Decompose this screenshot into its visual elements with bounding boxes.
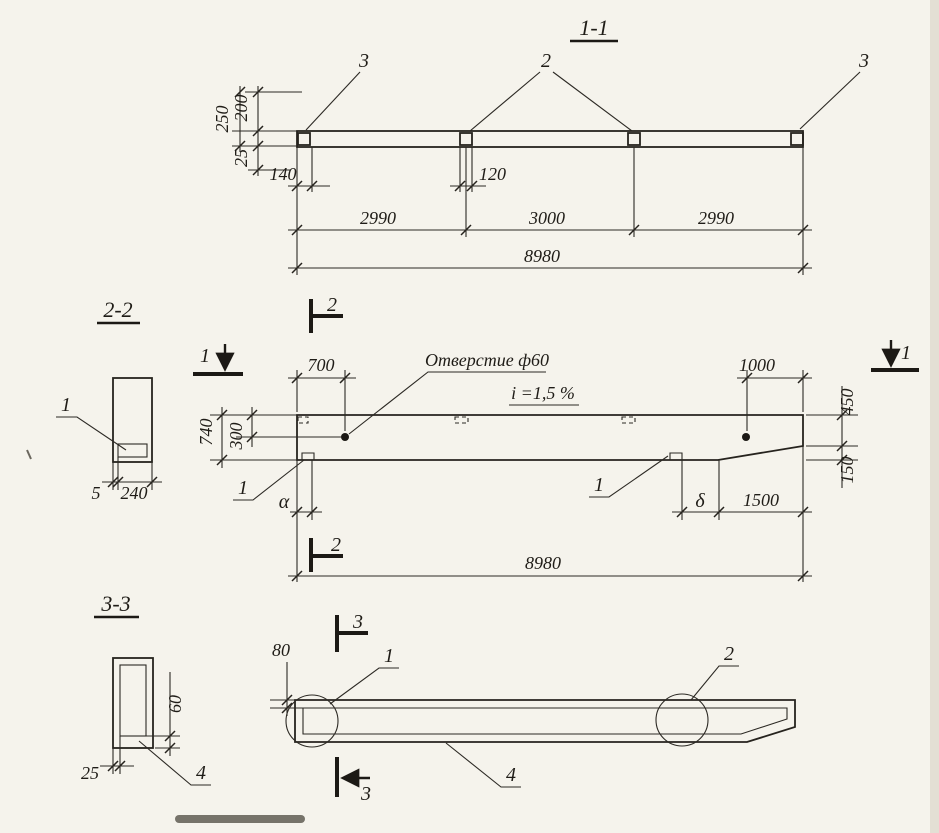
cut-label-2-bottom: 2 [331, 534, 341, 556]
dimensions-1-1: 200 250 25 140 120 2990 3000 2990 [212, 86, 812, 275]
cut-mark-2-top: 2 [309, 294, 343, 333]
section-view-3-3: 3-3 60 25 4 [81, 591, 211, 786]
embed-plate [297, 132, 311, 146]
bearing-notch-left [301, 452, 315, 460]
callout-1-section22: 1 [61, 394, 71, 416]
cut-label-1-right: 1 [901, 342, 911, 364]
hole-right [742, 433, 750, 441]
callout-2: 2 [541, 50, 551, 72]
view-3-3-title: 3-3 [100, 591, 130, 616]
dim-120: 120 [479, 164, 506, 184]
dim-150: 150 [837, 457, 857, 484]
dim-80-label: 80 [272, 640, 290, 660]
section-3-3-inner [119, 664, 147, 737]
dims-top-elevation: 700 1000 [288, 355, 812, 431]
dim-total-top: 8980 [524, 246, 560, 266]
callouts-1-1: 3 2 3 [305, 50, 869, 132]
callout-3-left: 3 [358, 50, 369, 72]
dim-700: 700 [308, 355, 335, 375]
cut-label-1-left: 1 [200, 345, 210, 367]
callout-2-plan: 2 [724, 643, 734, 665]
callout-3-right: 3 [858, 50, 869, 72]
dim-450: 450 [837, 389, 857, 416]
cut-mark-3-bottom: 3 [335, 757, 371, 805]
view-1-1-title: 1-1 [579, 15, 608, 40]
slope-note: i =1,5 % [511, 383, 575, 403]
embed-plate [459, 132, 473, 146]
cut-mark-1-right: 1 [871, 340, 919, 372]
dim-740: 740 [196, 419, 216, 446]
dimensions-2-2: 5 240 [92, 457, 162, 503]
detail-circle-right [655, 693, 709, 747]
dim-25-section33: 25 [81, 763, 99, 783]
embed-plate [627, 132, 641, 146]
plan-view: 3 3 80 1 2 4 [270, 611, 796, 805]
dim-span-1: 2990 [360, 208, 396, 228]
dim-span-2: 3000 [528, 208, 565, 228]
dims-bearing: α δ 1500 [279, 460, 812, 520]
cut-label-2-top: 2 [327, 294, 337, 316]
callout-1-elev-left: 1 [238, 477, 248, 499]
dims-right-elevation: 450 150 [806, 386, 858, 488]
dim-80: 80 [270, 640, 303, 716]
dim-total-elevation: 8980 [288, 446, 812, 582]
elevation-view: 2 1 1 2 Отверстие ф60 [193, 294, 919, 582]
dims-left-elevation: 740 300 [196, 407, 341, 468]
scan-artifacts [26, 0, 939, 833]
dim-1000: 1000 [739, 355, 775, 375]
dim-250: 250 [212, 106, 232, 133]
hole-left [341, 433, 349, 441]
hole-note: Отверстие ф60 [425, 350, 549, 370]
dim-25: 25 [231, 149, 251, 167]
dim-60: 60 [165, 695, 185, 713]
section-3-3-outer [112, 657, 154, 749]
dim-300: 300 [226, 423, 246, 451]
cut-label-3-top: 3 [352, 611, 363, 633]
cut-label-3-bottom: 3 [360, 783, 371, 805]
callout-4-section33: 4 [196, 762, 206, 784]
dim-240: 240 [121, 483, 148, 503]
hole-note-leader [348, 371, 546, 435]
bearing-notch-right [669, 452, 683, 460]
section-2-2-plate [117, 443, 148, 458]
dimensions-3-3: 60 25 [81, 672, 185, 783]
section-view-2-2: 2-2 1 5 240 [56, 297, 162, 503]
dim-span-3: 2990 [698, 208, 734, 228]
cut-mark-3-top: 3 [335, 611, 368, 652]
section-view-1-1: 1-1 3 2 3 [212, 15, 869, 275]
embed-plate [790, 132, 804, 146]
dim-140: 140 [270, 164, 297, 184]
callout-1-elev-right: 1 [594, 474, 604, 496]
cut-mark-1-left: 1 [193, 344, 243, 376]
cut-mark-2-bottom: 2 [309, 534, 343, 572]
beam-elevation-outline [296, 414, 804, 461]
callout-1-plan: 1 [384, 645, 394, 667]
dim-200: 200 [231, 95, 251, 122]
dim-alpha: α [279, 491, 290, 513]
dim-5: 5 [92, 483, 101, 503]
beam-plan-outline [285, 693, 796, 748]
dim-delta: δ [695, 490, 705, 512]
dim-total-elev: 8980 [525, 553, 561, 573]
detail-circle-left [285, 694, 339, 748]
dim-1500: 1500 [743, 490, 779, 510]
beam-top-chord [296, 130, 804, 148]
callout-4-plan: 4 [506, 764, 516, 786]
view-2-2-title: 2-2 [103, 297, 132, 322]
section-2-2-outline [112, 377, 153, 463]
